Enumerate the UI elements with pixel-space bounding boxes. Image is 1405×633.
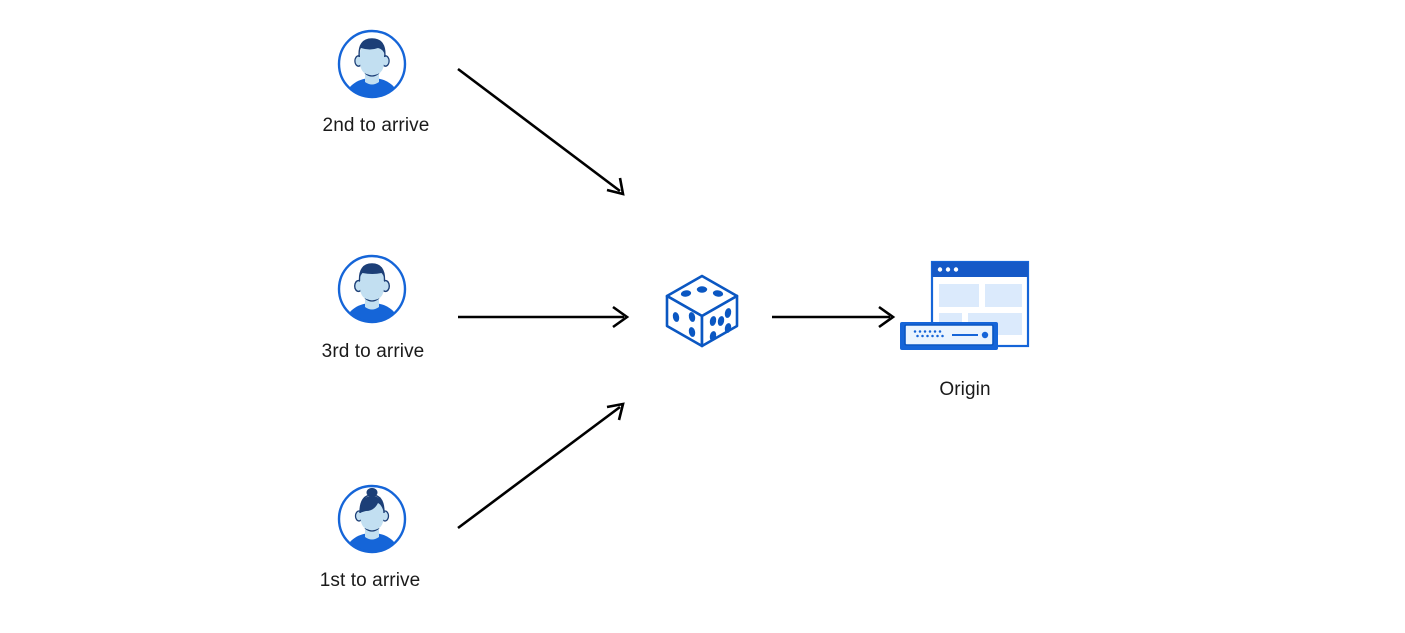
node-origin xyxy=(896,258,1036,363)
node-user-middle xyxy=(336,253,408,325)
user-avatar-bun-hair-icon xyxy=(337,484,407,554)
server-device-icon xyxy=(900,322,998,350)
user-top-label: 2nd to arrive xyxy=(322,115,430,136)
origin-server-browser-icon xyxy=(900,260,1030,350)
dice-icon xyxy=(665,274,739,348)
user-avatar-short-hair-icon xyxy=(337,254,407,324)
node-randomizer xyxy=(661,270,743,352)
origin-label: Origin xyxy=(939,379,991,400)
user-avatar-short-hair-icon xyxy=(337,29,407,99)
node-user-bottom xyxy=(336,483,408,555)
arrow-user-middle-to-dice xyxy=(458,305,630,329)
user-bottom-label: 1st to arrive xyxy=(319,570,421,591)
node-user-top xyxy=(336,28,408,100)
arrow-dice-to-origin xyxy=(772,305,896,329)
arrow-user-bottom-to-dice xyxy=(457,402,625,530)
user-middle-label: 3rd to arrive xyxy=(321,341,425,362)
